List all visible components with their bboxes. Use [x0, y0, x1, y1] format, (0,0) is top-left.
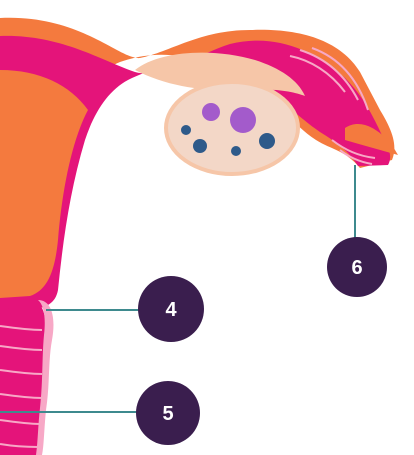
follicle-small-1	[181, 125, 191, 135]
callout-6-label: 6	[351, 257, 362, 279]
callout-6: 6	[327, 237, 387, 297]
callout-5-label: 5	[162, 403, 173, 425]
ovary	[135, 53, 305, 174]
follicle-small-2	[193, 139, 207, 153]
follicle-small-3	[231, 146, 241, 156]
callout-4: 4	[138, 276, 204, 342]
callout-4-label: 4	[165, 299, 177, 321]
follicle-small-4	[259, 133, 275, 149]
callout-5: 5	[136, 381, 200, 445]
uterine-lining	[0, 70, 88, 298]
follicle-medium	[202, 103, 220, 121]
follicle-large	[230, 107, 256, 133]
